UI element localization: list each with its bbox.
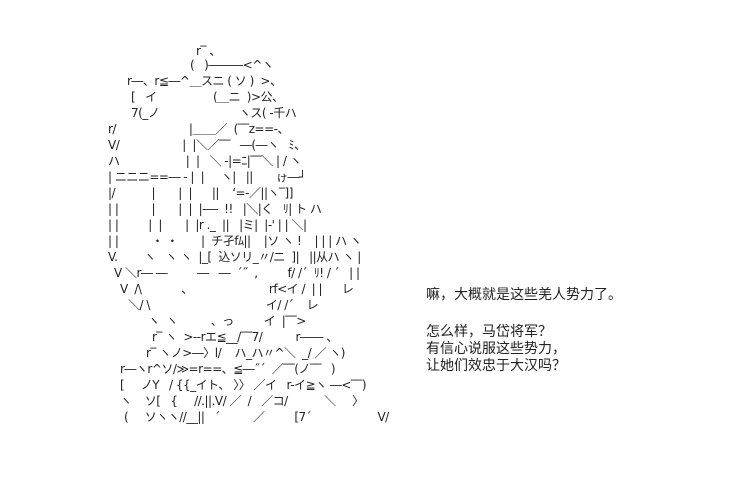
ascii-art-line: r―ヽr^ソ/≫=r==、≦―˝ˊ ／‾‾(ノ‾‾ ) <box>120 362 336 376</box>
ascii-art-line: r/ |＿＿／ (‾‾z==-、 <box>108 122 290 136</box>
ascii-art-line: r‾ ヽ >--rエ≦__/‾‾7/ r―― 、 <box>152 330 338 344</box>
ascii-art-line: ＼/ \ イ/ /ˊ レ <box>128 298 319 312</box>
ascii-art-line: | ニニニ==― - | | ヽ| || ゖ―┘ <box>108 170 306 184</box>
ascii-art-line: | | ・ ・ | チ孑fﾑ|| |ソ ヽ ! | | | ハ ヽ <box>108 234 362 248</box>
ascii-art-line: r‾ 、 <box>196 44 221 58</box>
ascii-art-line: V /\ 、 rf<イ / | | レ <box>120 282 354 296</box>
ascii-art-line: [ ノY / {{_イト、 〉〉 ／イ r-イ≧ヽ ―<‾‾) <box>120 378 367 392</box>
ascii-art-line: r―、r≦―^＿スニ ( ソ ) >、 <box>127 74 282 88</box>
dialogue-line-1: 嘛，大概就是这些羌人势力了。 <box>426 287 622 303</box>
ascii-art-line: | | | | | |‐― !! |＼|く ﾘ| ト ハ <box>108 202 322 216</box>
ascii-art-line: 7(_ノ ヽス( -千ハ <box>131 106 297 120</box>
ascii-art-line: ハ | | ＼ -|=ﾆ|‾‾＼ | / ヽ <box>108 154 302 168</box>
ascii-art-line: |/ | | | || ‘=-／||ヽ‾]] <box>108 186 293 200</box>
dialogue-line-3: 有信心说服这些势力， <box>426 341 566 357</box>
dialogue-line-4: 让她们效忠于大汉吗？ <box>426 358 566 374</box>
ascii-art-line: ( )―――<^ヽ <box>190 58 274 72</box>
dialogue-line-2: 怎么样，马岱将军？ <box>426 324 552 340</box>
ascii-art-line: V ＼r― ― ― ― ˊ˝ , f/ /ˊ ﾘ! / ˊ | | <box>114 266 360 280</box>
ascii-art-line: | | | | | |r ._ || |ミ| |-' | | ＼| <box>108 218 307 232</box>
ascii-art-line: [ イ (＿ニ )>公、 <box>131 90 284 104</box>
ascii-art-line: V. ヽ ヽ ヽ |_[ 込ソリ_〃/ニ ]| ||从ハ ヽ | <box>108 250 361 264</box>
ascii-art-line: ヽ ヽ 、っ イ |‾‾> <box>148 314 306 328</box>
ascii-art-line: ( ソヽヽ//__|| ˊ ／ [7ˊ V/ <box>124 410 389 424</box>
ascii-art-line: V/ | |＼／‾‾ ―(―ヽ ﾐ、 <box>108 138 306 152</box>
ascii-art-line: ヽ ソ[ { //.||.V/ ／ / ／コ/ ＼ 〉 <box>120 394 364 408</box>
ascii-art-line: r‾ ヽノ>―〉l/ ハ_ハ〃^＼ _/ ／ ヽ) <box>146 346 345 360</box>
